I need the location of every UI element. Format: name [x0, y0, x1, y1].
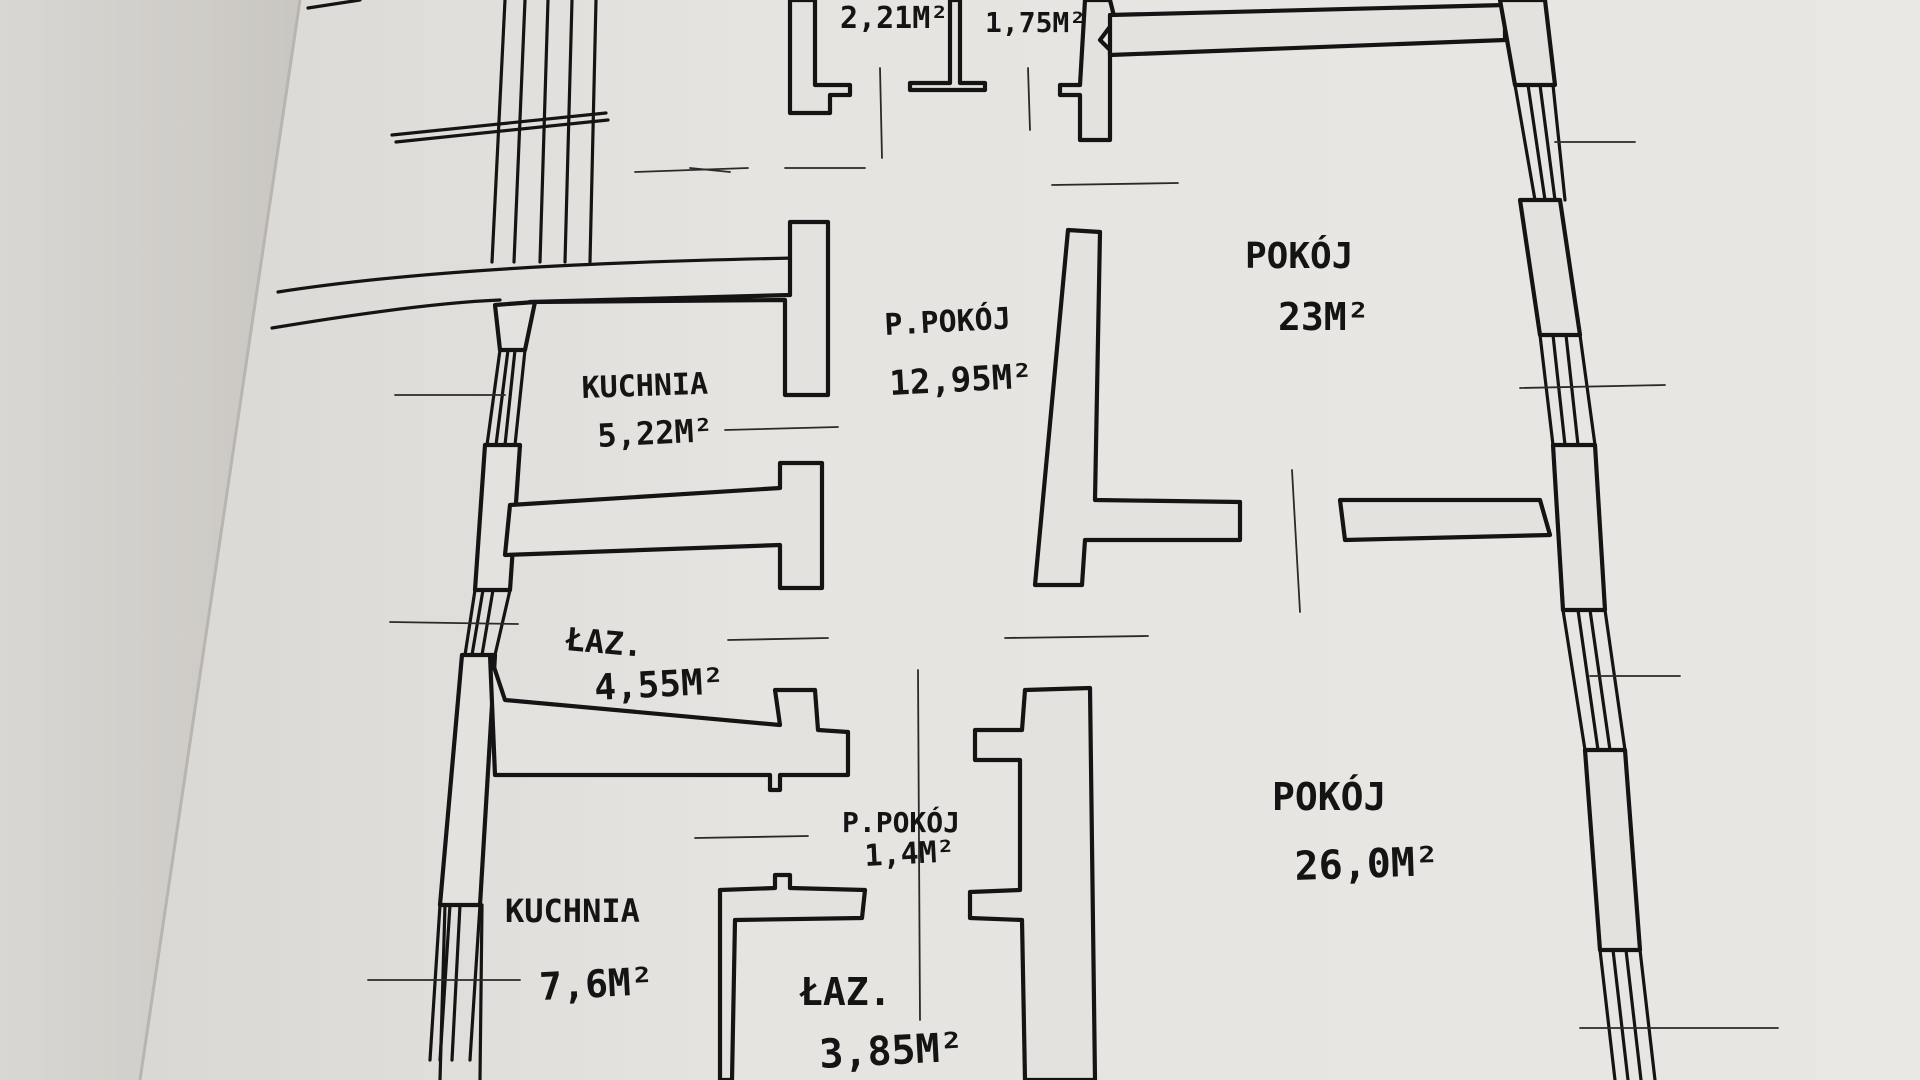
pokoj-upper-name: POKÓJ [1245, 235, 1353, 277]
przedpokoj-upper-area: 12,95M² [888, 357, 1033, 404]
page-edge [138, 0, 302, 1080]
kuchnia-upper-name: KUCHNIA [581, 367, 709, 406]
left-page [0, 0, 310, 1080]
room-labels: 2,21M² 1,75M² POKÓJ 23M² P.POKÓJ 12,95M²… [505, 1, 1440, 1078]
lazienka-lower-name: ŁAZ. [799, 970, 892, 1014]
przedpokoj-lower-area: 1,4M² [864, 834, 956, 874]
outer-wall-line [276, 256, 797, 294]
lazienka-upper-name: ŁAZ. [563, 620, 644, 665]
outer-wall-line-inner [270, 298, 502, 330]
kuchnia-lower-area: 7,6M² [538, 959, 655, 1009]
kuchnia-lower-name: KUCHNIA [505, 892, 640, 930]
staircase [306, 0, 749, 264]
pokoj-upper-area: 23M² [1278, 295, 1370, 339]
top-right-area-label: 1,75M² [985, 6, 1086, 39]
pokoj-lower-name: POKÓJ [1272, 775, 1386, 819]
lazienka-upper-area: 4,55M² [593, 661, 725, 709]
kuchnia-upper-area: 5,22M² [596, 411, 713, 455]
przedpokoj-lower-name: P.POKÓJ [842, 805, 960, 839]
door-lines [694, 67, 1301, 1021]
walls [367, 0, 1779, 1080]
lazienka-lower-area: 3,85M² [818, 1024, 965, 1077]
pokoj-lower-area: 26,0M² [1294, 839, 1440, 890]
top-left-area-label: 2,21M² [840, 1, 948, 36]
paper-sheet [140, 0, 1920, 1080]
przedpokoj-upper-name: P.POKÓJ [883, 299, 1011, 343]
